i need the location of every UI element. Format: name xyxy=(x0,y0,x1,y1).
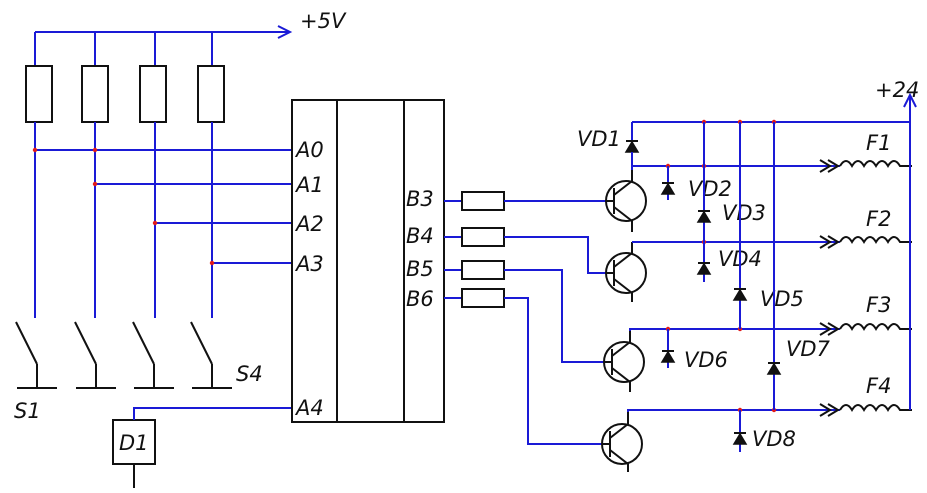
transistor-4 xyxy=(601,412,643,472)
detector-d1 xyxy=(112,407,292,488)
transistor-2 xyxy=(605,242,647,302)
pin-a0: A0 xyxy=(294,138,324,162)
transistor-1 xyxy=(605,170,647,232)
label-f4: F4 xyxy=(866,374,891,398)
label-vd3: VD3 xyxy=(722,201,766,225)
switches xyxy=(15,321,232,389)
label-vd6: VD6 xyxy=(684,348,728,372)
label-plus5v: +5V xyxy=(300,9,347,33)
label-f3: F3 xyxy=(866,293,891,317)
pin-a4: A4 xyxy=(294,396,324,420)
input-lines xyxy=(32,147,292,266)
diode-vd1 xyxy=(624,122,640,166)
pull-up-resistors xyxy=(25,65,225,123)
diode-vd2 xyxy=(660,166,676,200)
transistor-3 xyxy=(603,331,645,392)
diode-vd4 xyxy=(696,242,712,282)
label-vd8: VD8 xyxy=(752,427,796,451)
pin-b5: B5 xyxy=(406,257,434,281)
label-plus24: +24 xyxy=(875,78,919,102)
diode-vd7 xyxy=(766,122,782,410)
controller-chip xyxy=(291,99,445,423)
coil-arrows xyxy=(819,159,840,417)
diode-vd5 xyxy=(732,122,748,329)
coils xyxy=(839,160,912,412)
label-d1: D1 xyxy=(119,431,149,455)
label-vd1: VD1 xyxy=(577,127,621,151)
label-s4: S4 xyxy=(236,362,263,386)
label-f2: F2 xyxy=(866,207,891,231)
label-vd2: VD2 xyxy=(688,177,732,201)
pin-b6: B6 xyxy=(406,287,434,311)
label-f1: F1 xyxy=(866,131,891,155)
switch-lines xyxy=(34,122,213,318)
label-vd7: VD7 xyxy=(786,337,831,361)
pin-a2: A2 xyxy=(294,212,324,236)
pin-b4: B4 xyxy=(406,224,434,248)
label-s1: S1 xyxy=(14,399,41,423)
pin-a3: A3 xyxy=(294,252,324,276)
diode-vd3 xyxy=(696,122,712,242)
supply-rail-24v xyxy=(632,92,917,410)
supply-rail-5v xyxy=(34,25,293,66)
pin-b3: B3 xyxy=(406,187,434,211)
pin-a1: A1 xyxy=(294,173,324,197)
diode-vd6 xyxy=(660,329,676,368)
diode-vd8 xyxy=(732,410,748,452)
label-vd5: VD5 xyxy=(760,287,804,311)
base-resistors xyxy=(444,191,610,445)
